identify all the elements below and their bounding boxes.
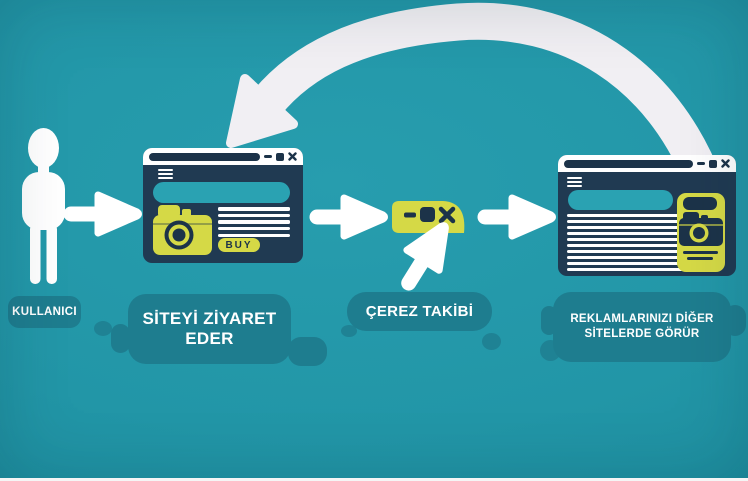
ad-header-bar (683, 197, 717, 210)
minimize-icon (264, 155, 272, 158)
decor-blob (94, 321, 112, 336)
decor-blob (341, 325, 357, 337)
address-bar (564, 159, 693, 168)
site-banner (568, 190, 673, 210)
arrow-right-icon (71, 195, 139, 233)
label-blob (288, 337, 327, 366)
decor-blob (482, 333, 501, 350)
browser-window-visited-site: BUY (143, 148, 303, 263)
maximize-icon (709, 159, 717, 168)
label-visit-line2: EDER (185, 329, 234, 348)
buy-label: BUY (225, 239, 253, 251)
text-lines (218, 207, 290, 237)
camera-icon (153, 205, 212, 255)
ad-card (677, 193, 725, 272)
arrow-right-icon (317, 198, 385, 236)
address-bar (149, 152, 260, 161)
curved-return-arrow-icon (226, 2, 723, 192)
browser-window-other-site (558, 155, 736, 276)
menu-icon (567, 177, 582, 187)
label-user-text: KULLANICI (12, 306, 77, 318)
label-ads-line2: SİTELERDE GÖRÜR (584, 328, 700, 340)
text-lines (567, 214, 683, 271)
cookie-window-icon (392, 201, 465, 233)
buy-button: BUY (218, 238, 260, 252)
camera-icon (679, 212, 723, 246)
label-cookie-text: ÇEREZ TAKİBİ (365, 303, 474, 320)
browser-title-bar (143, 148, 303, 165)
ad-text-line (687, 257, 713, 260)
label-see-ads: REKLAMLARINIZI DİĞER SİTELERDE GÖRÜR (553, 292, 731, 362)
label-user: KULLANICI (8, 296, 81, 328)
close-icon (721, 159, 730, 168)
label-blob (724, 305, 746, 336)
menu-icon (158, 169, 173, 179)
person-icon (22, 128, 65, 284)
bottom-strip (0, 478, 748, 481)
label-visit-site: SİTEYİ ZİYARET EDER (128, 294, 291, 364)
site-banner (153, 182, 290, 203)
label-cookie-tracking: ÇEREZ TAKİBİ (347, 292, 492, 331)
maximize-icon (276, 152, 284, 161)
label-blob (111, 324, 130, 353)
arrow-right-icon (485, 198, 553, 236)
label-visit-line1: SİTEYİ ZİYARET (142, 309, 277, 328)
browser-title-bar (558, 155, 736, 172)
ad-text-line (683, 251, 718, 254)
label-ads-line1: REKLAMLARINIZI DİĞER (570, 313, 714, 325)
close-icon (288, 152, 297, 161)
minimize-icon (697, 162, 705, 165)
